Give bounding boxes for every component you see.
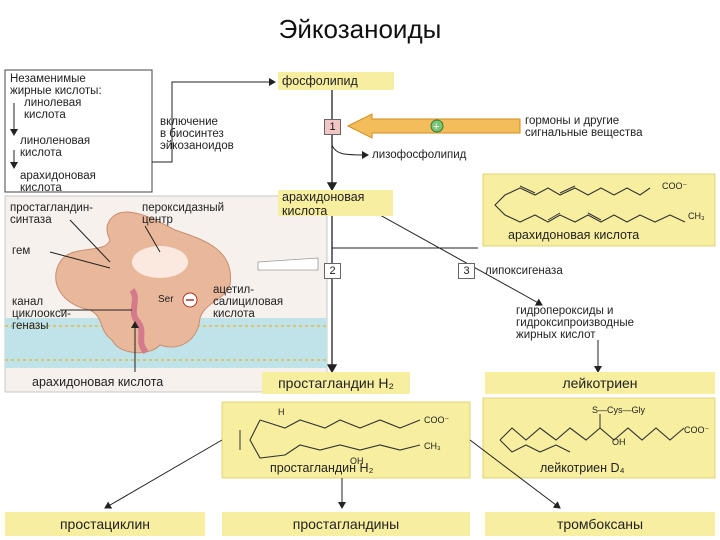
essential-line2: жирные кислоты:: [10, 85, 102, 97]
cys-gly-label: S—Cys—Gly: [592, 405, 646, 415]
step-1-badge: 1: [324, 119, 341, 135]
pgh2-oh-label: OH: [350, 456, 364, 466]
linolenic-b: кислота: [20, 147, 62, 159]
leukotriene-box: лейкотриен: [485, 372, 715, 394]
hydroperoxides-line2: гидроксипроизводные: [516, 317, 635, 329]
arachidonic-structure-box: [482, 173, 716, 247]
arachidonic-main-line2: кислота: [282, 204, 328, 218]
linolenic-a: линоленовая: [20, 135, 91, 147]
arachidonic-main-line1: арахидоновая: [282, 190, 365, 204]
ch3-label: CH₃: [688, 211, 705, 221]
thromboxanes-box: тромбоксаны: [485, 512, 715, 536]
arachidonic-main-box: арахидоновая кислота: [278, 190, 393, 218]
page-title: Эйкозаноиды: [278, 14, 442, 44]
svg-text:+: +: [433, 121, 439, 133]
hydroperoxides-line1: гидропероксиды и: [516, 305, 614, 317]
pgh2-ch3-label: CH₃: [424, 441, 441, 451]
inclusion-line2: в биосинтез: [160, 128, 224, 140]
arachidonic-a: арахидоновая: [20, 170, 96, 182]
arachidonic-bottom-label: арахидоновая кислота: [32, 375, 164, 389]
hormones-line2: сигнальные вещества: [525, 127, 643, 139]
pgh2-h-label: H: [278, 407, 285, 417]
ltd4-label: лейкотриен D₄: [540, 461, 625, 475]
pgh2-structure-box: [221, 401, 471, 479]
channel-line2: циклоокси-: [12, 308, 71, 320]
step-3-badge: 3: [458, 263, 475, 279]
arachidonic-b: кислота: [20, 182, 62, 194]
peroxidase-line1: пероксидазный: [142, 202, 225, 214]
peroxidase-line2: центр: [142, 214, 173, 226]
ltd4-structure-box: [482, 397, 716, 479]
coo-label: COO⁻: [662, 181, 688, 191]
aspirin-line2: салициловая: [213, 296, 284, 308]
prostaglandins-box: простагландины: [222, 512, 470, 536]
lysophospholipid-label: лизофосфолипид: [372, 149, 467, 161]
aspirin-line1: ацетил-: [213, 284, 255, 296]
prostacyclin-box: простациклин: [5, 512, 205, 536]
ltd4-oh-label: OH: [612, 437, 626, 447]
inclusion-line3: эйкозаноидов: [160, 140, 234, 152]
hormones-line1: гормоны и другие: [525, 115, 620, 127]
heme-label: гем: [12, 245, 31, 257]
aspirin-line3: кислота: [213, 308, 255, 320]
pgh2-box: простагландин H₂: [262, 372, 410, 394]
linoleic-b: кислота: [24, 109, 66, 121]
pgh2-struct-label: простагландин H₂: [270, 461, 374, 475]
channel-line3: геназы: [12, 320, 49, 332]
linoleic-a: линолевая: [24, 97, 82, 109]
inclusion-line1: включение: [160, 116, 218, 128]
ser-label: Ser: [158, 294, 174, 305]
arachidonic-skeleton: [494, 187, 686, 223]
step-2-badge: 2: [324, 263, 341, 279]
phospholipid-box: фосфолипид: [278, 72, 394, 90]
hydroperoxides-line3: жирных кислот: [516, 329, 596, 341]
pgh2-coo-label: COO⁻: [424, 415, 450, 425]
channel-line1: канал: [12, 296, 44, 308]
arachidonic-struct-label: арахидоновая кислота: [508, 228, 640, 242]
lipoxygenase-label: липоксигеназа: [485, 265, 563, 277]
essential-line1: Незаменимые: [10, 73, 86, 85]
essential-box-frame: [4, 69, 153, 193]
synthase-line1: простагландин-: [10, 202, 94, 214]
ltd4-coo-label: COO⁻: [684, 425, 710, 435]
synthase-line2: синтаза: [10, 214, 52, 226]
